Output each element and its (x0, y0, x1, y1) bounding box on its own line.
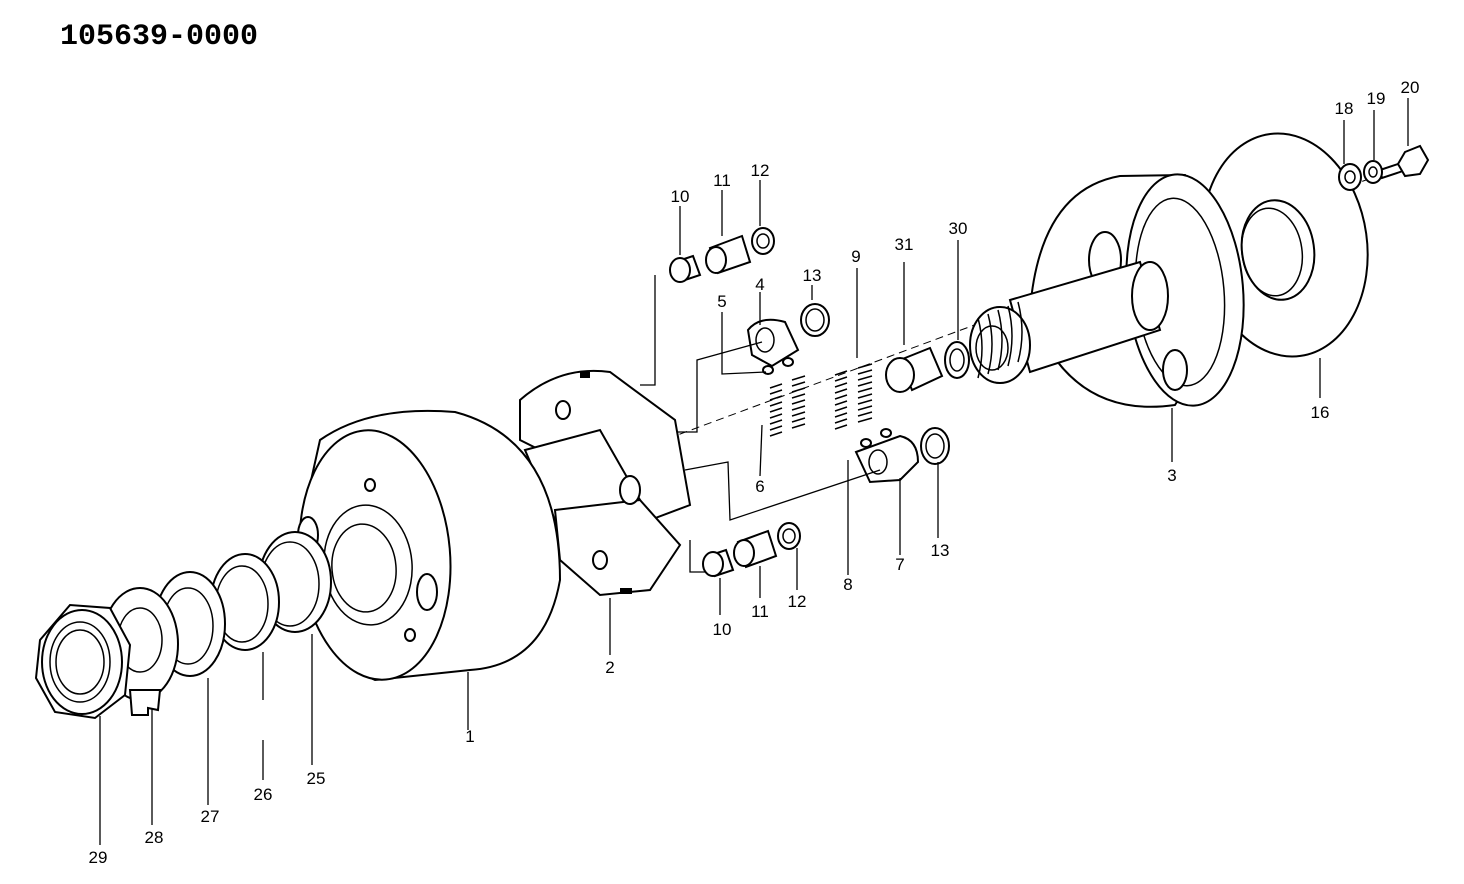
callout-11-lower: 11 (751, 602, 769, 621)
callout-numbers: 1 2 3 4 5 6 7 8 9 10 10 11 11 12 12 13 1… (89, 78, 1420, 867)
callout-2: 2 (605, 658, 614, 677)
part-10-bushing-lower (702, 548, 735, 578)
callout-19: 19 (1367, 89, 1386, 108)
callout-3: 3 (1167, 466, 1176, 485)
callout-26: 26 (254, 785, 273, 804)
part-12-washer-upper (751, 227, 775, 255)
drawing-number: 105639-0000 (60, 20, 258, 54)
part-11-sleeve-lower (733, 529, 778, 569)
callout-4: 4 (755, 275, 764, 294)
part-4-shoe (746, 318, 800, 368)
part-31-cap (885, 346, 944, 393)
part-19-washer (1363, 160, 1383, 184)
part-9-springs (834, 363, 873, 430)
callout-1: 1 (465, 727, 474, 746)
callout-9: 9 (851, 247, 860, 266)
part-18-washer (1338, 163, 1362, 191)
callout-11-upper: 11 (713, 171, 731, 190)
part-29-hex-nut (34, 603, 132, 720)
callout-10-upper: 10 (671, 187, 690, 206)
part-13-ring-upper (800, 303, 830, 337)
callout-6: 6 (755, 477, 764, 496)
part-11-sleeve-upper (705, 234, 752, 275)
callout-13-upper: 13 (803, 266, 822, 285)
part-12-washer-lower (777, 522, 801, 550)
callout-8: 8 (843, 575, 852, 594)
callout-12-upper: 12 (751, 161, 770, 180)
callout-18: 18 (1335, 99, 1354, 118)
leader-lines (99, 98, 1409, 845)
callout-30: 30 (949, 219, 968, 238)
part-2-clamp-hub (519, 369, 692, 597)
callout-20: 20 (1401, 78, 1420, 97)
part-6-springs (769, 375, 806, 437)
callout-31: 31 (895, 235, 914, 254)
callout-27: 27 (201, 807, 220, 826)
callout-29: 29 (89, 848, 108, 867)
callout-5: 5 (717, 292, 726, 311)
callout-28: 28 (145, 828, 164, 847)
callout-25: 25 (307, 769, 326, 788)
part-30-snap-ring (944, 341, 970, 379)
callout-13-lower: 13 (931, 541, 950, 560)
part-5-pins (762, 357, 794, 375)
callout-12-lower: 12 (788, 592, 807, 611)
callout-10-lower: 10 (713, 620, 732, 639)
part-13-ring-lower (920, 427, 950, 465)
part-3-drum-housing (969, 173, 1245, 408)
callout-16: 16 (1311, 403, 1330, 422)
part-8-pins (860, 428, 892, 448)
callout-7: 7 (895, 555, 904, 574)
part-7-shoe (854, 434, 920, 484)
part-10-bushing-upper (669, 254, 702, 283)
part-20-bolt (1378, 144, 1430, 180)
part-1-drum (297, 409, 562, 682)
